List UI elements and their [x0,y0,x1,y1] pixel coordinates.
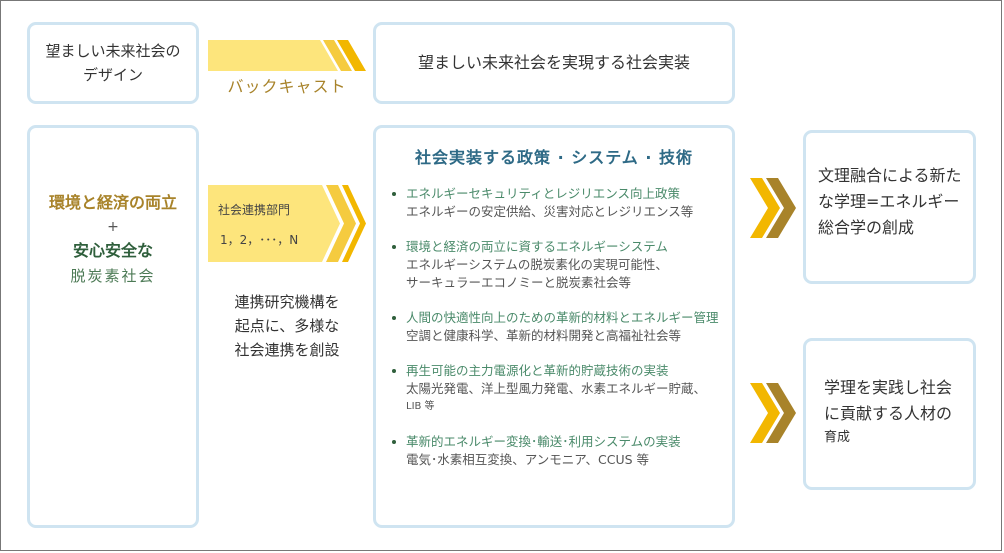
bullet-icon [392,440,396,444]
backcast-arrow-icon [208,40,366,71]
goal-line-safe: 安心安全な [72,241,153,260]
policy-system-tech-box: 社会実装する政策 · システム · 技術 エネルギーセキュリティとレジリエンス向… [373,125,735,528]
partnership-arrow-icon [208,185,366,262]
chevron-right-icon [750,383,798,443]
human-resources-box: 学理を実践し社会 に貢献する人材の 育成 [803,338,976,490]
list-item-desc: LIB 等 [406,401,435,412]
list-item: エネルギーセキュリティとレジリエンス向上政策 エネルギーの安定供給、災害対応とレ… [390,185,725,221]
chevron-right-icon [750,178,798,238]
goal-line-decarbon: 脱炭素社会 [70,267,156,285]
partnership-desc-line1: 連携研究機構を [234,293,340,311]
new-discipline-line1: 文理融合による新た [818,166,962,185]
goal-line-economy: 環境と経済の両立 [48,193,177,212]
human-resources-line1: 学理を実践し社会 [824,378,953,397]
list-item: 革新的エネルギー変換･輸送･利用システムの実装 電気･水素相互変換、アンモニア、… [390,433,725,469]
list-item-desc: 空調と健康科学、革新的材料開発と高福祉社会等 [406,328,682,343]
backcast-label: バックキャスト [227,77,347,96]
future-design-line1: 望ましい未来社会の [45,42,181,60]
list-item-title: エネルギーセキュリティとレジリエンス向上政策 [406,186,681,201]
list-item-desc: エネルギーの安定供給、災害対応とレジリエンス等 [406,204,694,219]
future-design-line2: デザイン [82,66,143,84]
list-item-desc: エネルギーシステムの脱炭素化の実現可能性、 [406,257,668,272]
bullet-icon [392,369,396,373]
social-implementation-text: 望ましい未来社会を実現する社会実装 [417,53,690,72]
list-item-desc: サーキュラーエコノミーと脱炭素社会等 [406,275,632,290]
policy-panel-title: 社会実装する政策 · システム · 技術 [415,148,693,167]
list-item-title: 環境と経済の両立に資するエネルギーシステム [406,239,668,254]
bullet-icon [392,316,396,320]
partnership-description: 連携研究機構を 起点に、多様な 社会連携を創設 [208,290,366,362]
partnership-arrow-sub: 1，2，･･･，N [220,233,299,247]
new-discipline-box: 文理融合による新た な学理=エネルギー 総合学の創成 [803,130,976,284]
goal-plus: + [107,219,119,235]
human-resources-line2: に貢献する人材の [824,404,953,423]
partnership-arrow-title: 社会連携部門 [218,203,291,217]
social-implementation-box: 望ましい未来社会を実現する社会実装 [373,22,735,104]
partnership-desc-line3: 社会連携を創設 [234,341,340,359]
new-discipline-line2: な学理=エネルギー [818,192,960,211]
policy-list: エネルギーセキュリティとレジリエンス向上政策 エネルギーの安定供給、災害対応とレ… [390,185,725,469]
partnership-desc-line2: 起点に、多様な [234,317,340,335]
bullet-icon [392,192,396,196]
list-item: 人間の快適性向上のための革新的材料とエネルギー管理 空調と健康科学、革新的材料開… [390,309,725,345]
list-item: 環境と経済の両立に資するエネルギーシステム エネルギーシステムの脱炭素化の実現可… [390,238,725,292]
new-discipline-line3: 総合学の創成 [818,218,915,237]
future-design-box: 望ましい未来社会の デザイン [27,22,199,104]
society-goal-box: 環境と経済の両立 + 安心安全な 脱炭素社会 [27,125,199,528]
list-item: 再生可能の主力電源化と革新的貯蔵技術の実装 太陽光発電、洋上型風力発電、水素エネ… [390,362,725,416]
list-item-title: 革新的エネルギー変換･輸送･利用システムの実装 [406,434,681,449]
bullet-icon [392,245,396,249]
list-item-title: 再生可能の主力電源化と革新的貯蔵技術の実装 [406,363,669,378]
human-resources-line3: 育成 [824,430,851,445]
list-item-desc: 太陽光発電、洋上型風力発電、水素エネルギー貯蔵、 [406,381,707,396]
list-item-desc: 電気･水素相互変換、アンモニア、CCUS 等 [406,452,650,467]
list-item-title: 人間の快適性向上のための革新的材料とエネルギー管理 [406,310,719,325]
